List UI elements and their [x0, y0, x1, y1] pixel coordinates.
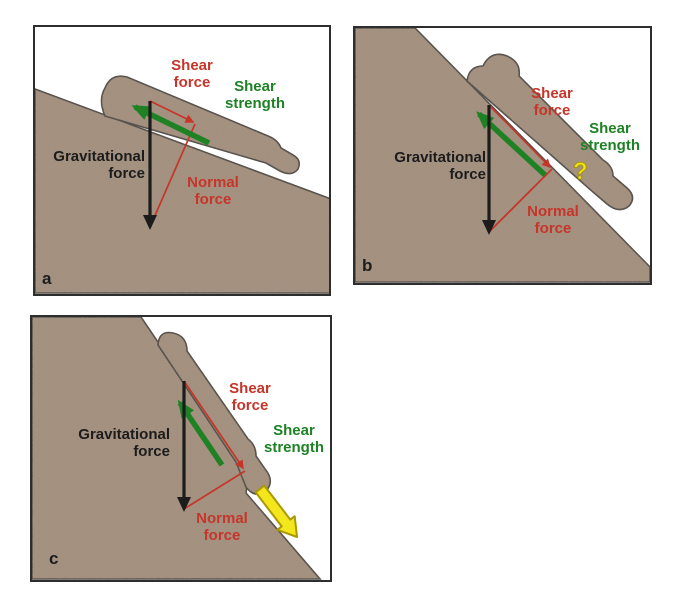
shear-force-label: Shear force — [531, 85, 573, 119]
gravitational-force-label: Gravitational force — [394, 149, 486, 183]
gravitational-force-label: Gravitational force — [53, 148, 145, 182]
shear-force-arrow — [149, 100, 195, 123]
shear-strength-arrow — [177, 399, 225, 467]
slope-texture — [32, 317, 320, 579]
normal-force-label: Normal force — [196, 510, 248, 544]
panel-c-drawing — [32, 317, 322, 580]
normal-force-label: Normal force — [527, 203, 579, 237]
shear-force-arrow — [488, 104, 552, 169]
slope-texture — [355, 28, 650, 282]
panel-letter-c: c — [49, 549, 59, 568]
block-texture — [467, 54, 633, 210]
shear-force-label: Shear force — [171, 57, 213, 91]
shear-force-label: Shear force — [229, 380, 271, 414]
normal-force-label: Normal force — [187, 174, 239, 208]
shear-strength-label: Shear strength — [580, 120, 640, 154]
panel-b: Shear force Shear strength Gravitational… — [353, 26, 652, 285]
panel-a-drawing — [35, 75, 329, 294]
panel-c: Shear force Shear strength Gravitational… — [30, 315, 332, 582]
shear-force-arrow — [183, 380, 244, 470]
normal-force-line — [149, 123, 196, 228]
panel-a: Shear force Shear strength Gravitational… — [33, 25, 331, 296]
shear-strength-arrow — [131, 104, 211, 146]
slope-texture — [35, 89, 329, 293]
stability-question-mark: ? — [573, 158, 589, 186]
panel-b-drawing — [355, 28, 650, 283]
gravitational-force-label: Gravitational force — [78, 426, 170, 460]
panel-letter-b: b — [362, 256, 373, 275]
slide-direction-arrow — [254, 484, 298, 538]
normal-force-line — [488, 168, 553, 233]
shear-strength-label: Shear strength — [264, 422, 324, 456]
shear-strength-label: Shear strength — [225, 78, 285, 112]
normal-force-line — [183, 470, 246, 510]
block-texture — [158, 332, 271, 495]
panel-letter-a: a — [42, 269, 52, 288]
